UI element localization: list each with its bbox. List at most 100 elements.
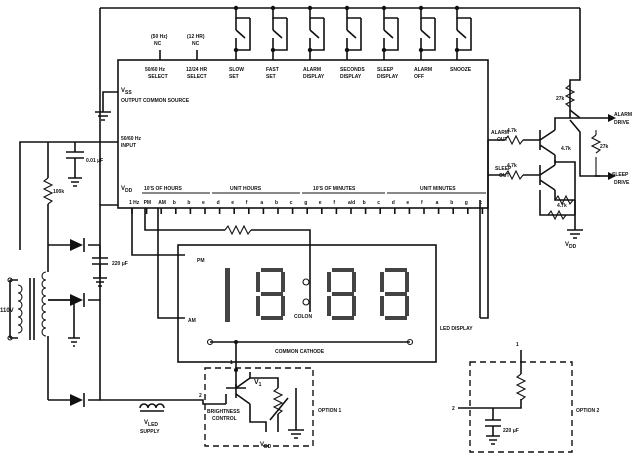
chip-pin-label: f bbox=[421, 200, 423, 206]
v1-label: V1 bbox=[254, 379, 262, 388]
diode-bottom bbox=[70, 394, 83, 406]
led-segment bbox=[385, 268, 407, 272]
switch-label-l2: DISPLAY bbox=[340, 74, 362, 80]
opt2-node1: 1 bbox=[516, 342, 519, 348]
chip-pin-label: 1 Hz bbox=[129, 200, 140, 206]
switch-label-l1: ALARM bbox=[414, 67, 432, 73]
chip-pin-label: PM bbox=[144, 200, 152, 206]
switch-array bbox=[233, 5, 472, 60]
res-47k-b: 4.7k bbox=[507, 163, 517, 169]
am-label: AM bbox=[188, 318, 196, 324]
led-segment bbox=[327, 272, 331, 292]
res-47k-d: 4.7k bbox=[557, 203, 567, 209]
led-segment bbox=[327, 296, 331, 316]
nc-50hz-top: (50 Hz) bbox=[151, 34, 168, 40]
chip-pin-label: a/d bbox=[348, 200, 355, 206]
alarm-out-l2: OUT bbox=[497, 137, 508, 143]
output-labels: ALARM OUT SLEEP OUT ALARM DRIVE SLEEP DR… bbox=[491, 96, 632, 250]
group-label-tens-minutes: 10'S OF MINUTES bbox=[313, 186, 356, 192]
input-label-l2: INPUT bbox=[121, 143, 136, 149]
res-100k-label: 100k bbox=[53, 189, 64, 195]
chip-pin-label: f bbox=[246, 200, 248, 206]
select-1224-l2: SELECT bbox=[187, 74, 207, 80]
brightness-l2: CONTROL bbox=[212, 416, 237, 422]
led-segment bbox=[352, 296, 356, 316]
chip-pin-label: b bbox=[275, 200, 278, 206]
led-segment bbox=[332, 316, 354, 320]
switch-label-l2: SET bbox=[229, 74, 239, 80]
vdd-output-label: VDD bbox=[565, 242, 577, 250]
opt1-node1: 1 bbox=[230, 360, 233, 366]
opt2-cap-label: 220 μF bbox=[503, 428, 519, 434]
led-segment bbox=[261, 292, 283, 296]
led-display-label: LED DISPLAY bbox=[440, 326, 473, 332]
output-common-source-label: OUTPUT COMMON SOURCE bbox=[121, 98, 190, 104]
sleep-drive-l2: DRIVE bbox=[614, 180, 630, 186]
select-5060-l1: 50/60 Hz bbox=[145, 67, 166, 73]
chip-pin-label: d bbox=[392, 200, 395, 206]
res-47k-c: 4.7k bbox=[561, 146, 571, 152]
switch-label-l2: OFF bbox=[414, 74, 424, 80]
nc-labels: (50 Hz) NC 50/60 Hz SELECT (12 HR) NC 12… bbox=[145, 34, 208, 80]
cap-001uf-label: 0.01 μF bbox=[86, 158, 103, 164]
opt2-node2: 2 bbox=[452, 406, 455, 412]
chip-pin-label: a bbox=[436, 200, 439, 206]
mains-110v-label: 110V bbox=[0, 308, 14, 314]
supply-labels: 0.01 μF 100k 220 μF 110V VLED SUPPLY bbox=[0, 158, 160, 435]
common-cathode-bus bbox=[206, 338, 414, 370]
led-segment bbox=[256, 296, 260, 316]
chip-pin-label: d bbox=[217, 200, 220, 206]
nc-pin-stubs bbox=[159, 50, 198, 60]
vled-supply-label: SUPPLY bbox=[140, 429, 160, 435]
led-segment bbox=[256, 272, 260, 292]
display-labels: PM AM COLON COMMON CATHODE LED DISPLAY bbox=[188, 258, 473, 355]
chip-pin-label: g bbox=[465, 200, 468, 206]
chip-pin-label: f bbox=[333, 200, 335, 206]
vled-supply-symbol bbox=[139, 403, 165, 412]
option-2-title: OPTION 2 bbox=[576, 408, 600, 414]
cap-220uf-label: 220 μF bbox=[112, 261, 128, 267]
led-segment bbox=[385, 316, 407, 320]
group-label-tens-hours: 10'S OF HOURS bbox=[144, 186, 183, 192]
switch-label-l1: SNOOZE bbox=[450, 67, 472, 73]
common-cathode-label: COMMON CATHODE bbox=[275, 349, 325, 355]
switch-labels: SLOWSETFASTSETALARMDISPLAYSECONDSDISPLAY… bbox=[229, 67, 472, 80]
clock-ic-body bbox=[117, 59, 489, 209]
chip-pin-label: a bbox=[260, 200, 263, 206]
res-27k-b: 27k bbox=[600, 144, 609, 150]
group-label-unit-hours: UNIT HOURS bbox=[230, 186, 262, 192]
input-label-l1: 50/60 Hz bbox=[121, 136, 142, 142]
group-label-unit-minutes: UNIT MINUTES bbox=[420, 186, 456, 192]
chip-bottom-pins bbox=[131, 208, 484, 214]
input-network bbox=[19, 141, 118, 250]
colon-dots bbox=[302, 278, 310, 306]
rectifier-supply bbox=[7, 238, 108, 407]
alarm-out-l1: ALARM bbox=[491, 130, 509, 136]
pm-label: PM bbox=[197, 258, 205, 264]
chip-pin-label: AM bbox=[158, 200, 166, 206]
output-drive-network bbox=[488, 8, 616, 239]
led-segment bbox=[385, 292, 407, 296]
chip-pin-label: c bbox=[479, 200, 482, 206]
brightness-l1: BRIGHTNESS bbox=[207, 409, 240, 415]
chip-pin-label: e bbox=[202, 200, 205, 206]
nc-12hr-mid: NC bbox=[192, 41, 200, 47]
led-segment bbox=[380, 272, 384, 292]
diode-top bbox=[70, 239, 83, 251]
vdd-chip-label: VDD bbox=[121, 186, 133, 194]
switch-label-l2: DISPLAY bbox=[303, 74, 325, 80]
chip-pin-label: c bbox=[377, 200, 380, 206]
switch-label-l1: SECONDS bbox=[340, 67, 365, 73]
opt1-node2: 2 bbox=[199, 393, 202, 399]
chip-pin-label: e bbox=[406, 200, 409, 206]
led-segment bbox=[352, 272, 356, 292]
led-segment-tens-hour bbox=[225, 268, 230, 322]
res-47k-a: 4.7k bbox=[507, 128, 517, 134]
select-1224-l1: 12/24 HR bbox=[186, 67, 208, 73]
select-5060-l2: SELECT bbox=[148, 74, 168, 80]
switch-label-l2: DISPLAY bbox=[377, 74, 399, 80]
alarm-drive-l1: ALARM bbox=[614, 112, 632, 118]
vss-ground bbox=[95, 91, 118, 121]
